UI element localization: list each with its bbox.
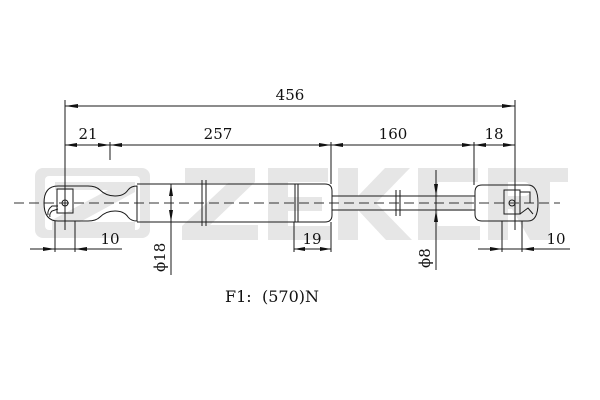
dim-end-cap-label: 19 [302,230,321,248]
extension-lines [54,100,523,252]
dim-cylinder-diameter: ϕ18 [151,184,173,275]
force-label: F1: [225,287,252,306]
watermark-letters [182,168,568,240]
dim-overall: 456 [65,86,515,108]
dim-left-eye-label: 10 [100,230,119,248]
dim-right-offset-label: 18 [484,125,503,143]
dim-rod-label: 160 [379,125,408,143]
force-caption: F1: (570)N [225,287,319,306]
piston-rod [332,190,475,216]
force-value: (570)N [262,287,319,306]
dim-cylinder-label: 257 [204,125,233,143]
dim-overall-label: 456 [276,86,305,104]
dim-right-eye-label: 10 [546,230,565,248]
dim-cylinder-diameter-label: ϕ18 [151,243,169,272]
dim-end-cap: 19 [294,230,331,251]
dim-rod-diameter: ϕ8 [416,170,438,270]
dim-right-eye-width: 10 [478,230,570,251]
cylinder-body [137,180,333,226]
dim-row-segments: 21 257 160 18 [65,125,515,147]
dim-rod-diameter-label: ϕ8 [416,248,434,268]
dim-left-eye-width: 10 [30,230,122,251]
dim-left-offset-label: 21 [78,125,97,143]
